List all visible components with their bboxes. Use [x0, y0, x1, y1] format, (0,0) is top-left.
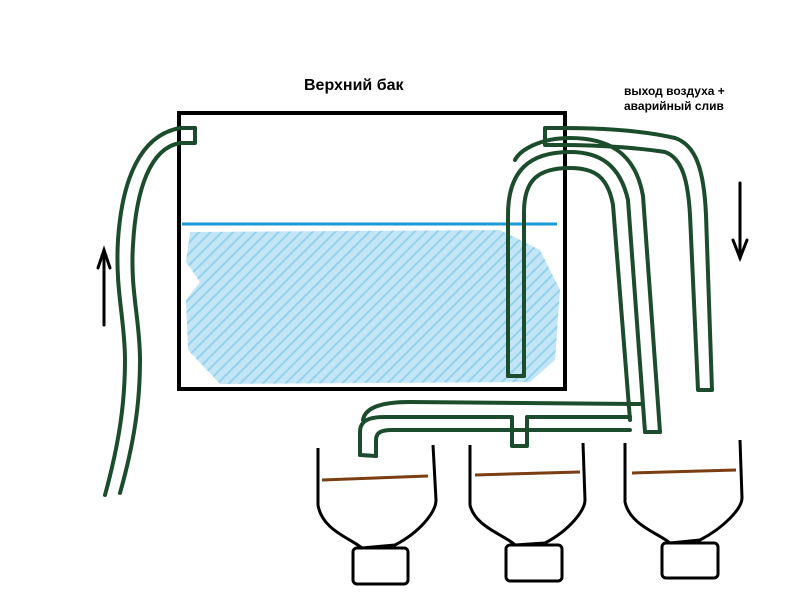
pot-1-soil-line: [321, 474, 429, 482]
pot-3: [623, 439, 744, 580]
pot-3-soil-line: [631, 468, 737, 475]
overflow-pipe: [543, 126, 714, 392]
inlet-pipe: [103, 126, 197, 497]
upper-tank: [177, 111, 567, 391]
outlet-label: выход воздуха + аварийный слив: [624, 84, 725, 114]
water-body: [186, 230, 560, 384]
outlet-label-line-2: аварийный слив: [624, 99, 724, 113]
arrow-down-icon: [731, 181, 749, 263]
siphon-pipe: [506, 136, 662, 434]
outlet-label-line-1: выход воздуха +: [624, 84, 725, 98]
pot-2: [468, 442, 587, 583]
distribution-manifold: [358, 400, 642, 458]
tank-label: Верхний бак: [304, 77, 404, 94]
pot-1: [316, 444, 438, 586]
pot-2-soil-line: [474, 470, 581, 477]
arrow-up-icon: [96, 245, 112, 327]
